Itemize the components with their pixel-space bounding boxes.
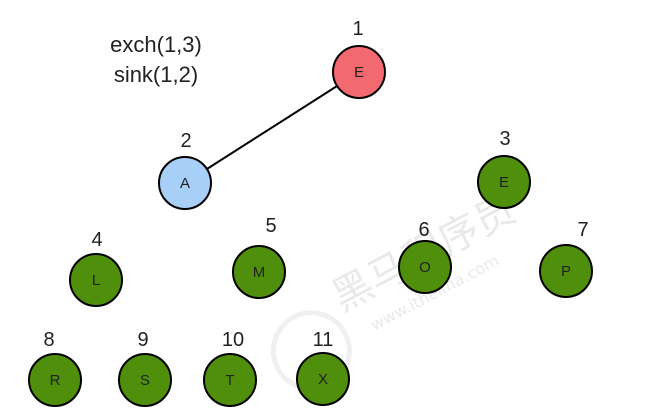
node-index-label: 4 (91, 229, 102, 251)
node-index-label: 2 (180, 130, 191, 152)
node-key-label: A (180, 175, 190, 192)
watermark: 黑马程序员 www.itheima.com (270, 186, 523, 392)
edges (206, 85, 338, 170)
heap-node-10: T 10 (203, 329, 257, 407)
node-index-label: 10 (222, 329, 244, 351)
node-key-label: T (225, 372, 234, 389)
heap-node-5: M5 (232, 215, 286, 299)
heap-node-6: O6 (398, 219, 452, 294)
node-key-label: L (92, 272, 100, 289)
node-index-label: 1 (352, 18, 363, 40)
heap-node-8: R8 (28, 329, 82, 407)
node-key-label: S (140, 372, 150, 389)
node-index-label: 7 (577, 219, 588, 241)
edge-1-2 (206, 85, 338, 170)
node-circle (69, 253, 123, 307)
node-key-label: R (50, 372, 61, 389)
heap-node-3: E3 (477, 128, 531, 209)
node-key-label: M (253, 264, 266, 281)
operation-exch: exch(1,3) (110, 32, 202, 57)
node-key-label: E (354, 64, 364, 81)
node-circle (118, 353, 172, 407)
node-circle (332, 45, 386, 99)
heap-node-7: P7 (539, 219, 593, 298)
heap-node-4: L4 (69, 229, 123, 307)
node-circle (203, 353, 257, 407)
node-index-label: 8 (43, 329, 54, 351)
node-circle (398, 240, 452, 294)
node-circle (28, 353, 82, 407)
heap-node-9: S9 (118, 329, 172, 407)
node-index-label: 3 (499, 128, 510, 150)
node-index-label: 5 (265, 215, 276, 237)
node-circle (539, 244, 593, 298)
node-circle (232, 245, 286, 299)
heap-node-1: E1 (332, 18, 386, 99)
heap-node-2: A2 (158, 130, 212, 210)
node-key-label: P (561, 263, 571, 280)
node-key-label: O (419, 259, 431, 276)
heap-node-11: X 11 (296, 329, 350, 406)
node-circle (158, 156, 212, 210)
node-index-label: 6 (418, 219, 429, 241)
operation-list: exch(1,3) sink(1,2) (96, 30, 216, 90)
node-circle (477, 155, 531, 209)
node-key-label: X (318, 371, 328, 388)
node-circle (296, 352, 350, 406)
node-index-label: 11 (313, 329, 334, 351)
operation-sink: sink(1,2) (113, 62, 199, 87)
node-index-label: 9 (137, 329, 148, 351)
node-key-label: E (499, 174, 509, 191)
